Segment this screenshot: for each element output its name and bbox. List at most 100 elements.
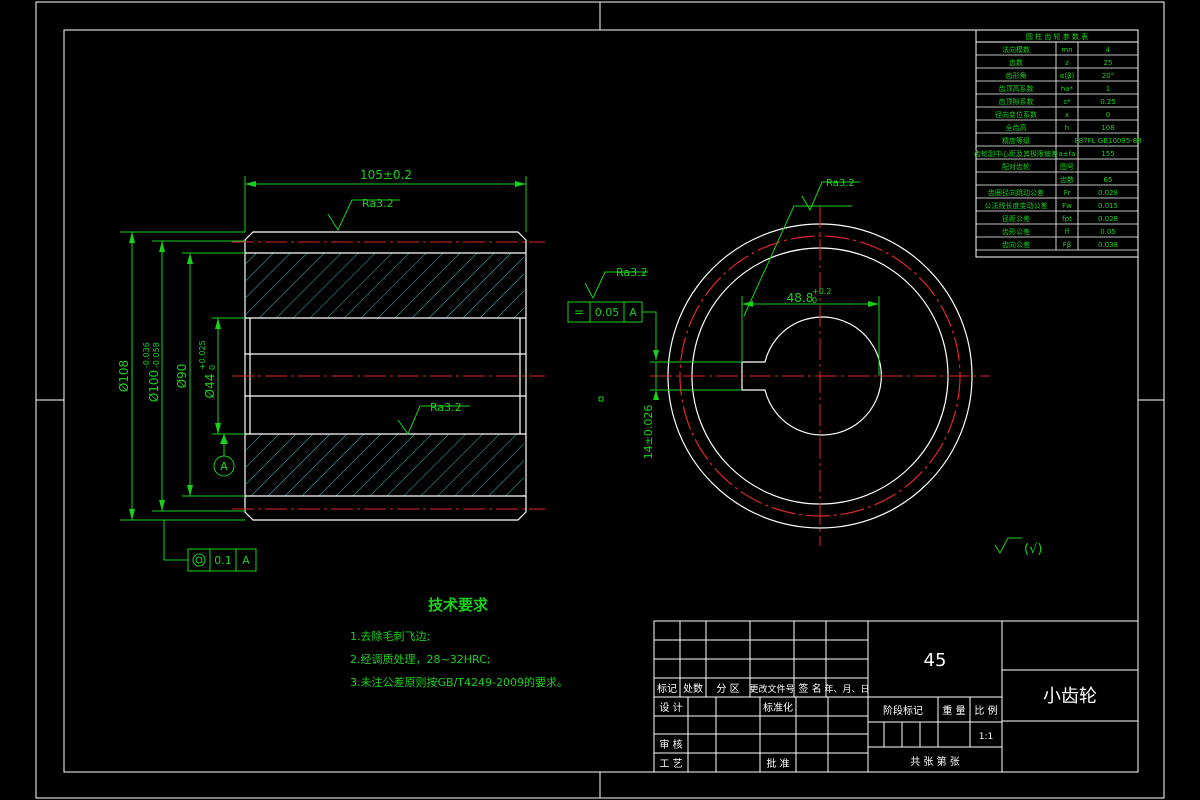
runout-value: 0.1 xyxy=(214,554,232,567)
general-roughness: (√) xyxy=(994,537,1042,557)
gear-param-symbol: a±fa xyxy=(1059,150,1076,158)
dim-key-depth-upper: +0.2 xyxy=(812,287,831,296)
title-block: 标记 处数 分 区 更改文件号 签 名 年、月、日 设 计 标准化 审 核 工 … xyxy=(653,620,1139,773)
dim-key-depth-lower: 0 xyxy=(812,296,817,305)
gear-param-name: 配对齿轮 xyxy=(1002,162,1030,171)
general-roughness-symbol: (√) xyxy=(1024,542,1042,557)
gear-param-value: 65 xyxy=(1104,176,1113,184)
tb-ratio: 比 例 xyxy=(974,704,997,717)
gear-param-name: 径距公差 xyxy=(1002,214,1030,223)
gear-param-name: 法向模数 xyxy=(1002,45,1030,54)
gear-param-name: 齿圈径向跳动公差 xyxy=(988,188,1044,197)
gear-param-name: 公法线长度变动公差 xyxy=(985,201,1048,210)
tb-material: 45 xyxy=(924,650,947,671)
gear-param-symbol: fpt xyxy=(1062,215,1072,223)
parallel-datum: A xyxy=(629,306,637,319)
tech-req-3: 3.未注公差原则按GB/T4249-2009的要求。 xyxy=(350,675,568,689)
dim-outer-dia: Ø108 xyxy=(117,360,131,392)
gear-param-value: 155 xyxy=(1101,150,1114,158)
tb-standard: 标准化 xyxy=(763,701,793,714)
end-view: = 0.05 A Ra3.2 xyxy=(567,178,990,546)
dim-hole-tol-lower: 0 xyxy=(208,365,217,370)
tech-requirements: 技术要求 1.去除毛刺飞边; 2.经调质处理，28~32HRC; 3.未注公差原… xyxy=(350,596,568,689)
gear-param-name: 径向变位系数 xyxy=(995,110,1037,119)
gear-param-symbol: c* xyxy=(1063,98,1071,106)
tb-scale: 1:1 xyxy=(979,732,993,742)
parallel-symbol: = xyxy=(574,305,584,319)
runout-tolerance-frame: 0.1 A xyxy=(187,548,257,572)
gear-param-symbol: α(β) xyxy=(1060,72,1075,80)
gear-param-symbol: ff xyxy=(1065,228,1070,236)
gear-param-name: 齿顶高系数 xyxy=(999,84,1034,93)
gear-param-symbol: h xyxy=(1065,124,1069,132)
roughness-face: Ra3.2 xyxy=(616,266,648,279)
gear-param-value: 887FL GB10095-88 xyxy=(1074,137,1141,145)
runout-datum: A xyxy=(242,554,250,567)
dim-key-width: 14±0.026 xyxy=(642,405,655,460)
gear-param-name: 齿轮副中心距及其极限偏差 xyxy=(974,149,1058,158)
small-marker xyxy=(598,396,604,402)
gear-param-value: 0.028 xyxy=(1098,189,1118,197)
gear-param-symbol: z xyxy=(1065,59,1069,67)
gear-param-symbol: ha* xyxy=(1061,85,1074,93)
tb-header-sign: 签 名 xyxy=(798,682,821,695)
gear-param-name: 齿形角 xyxy=(1006,71,1027,80)
tb-header-date: 年、月、日 xyxy=(824,683,869,695)
tb-header-count: 处数 xyxy=(683,682,703,695)
tb-header-mark: 标记 xyxy=(657,683,677,695)
gear-param-symbol: x xyxy=(1065,111,1069,119)
dim-key-depth: 48.8 xyxy=(787,291,814,305)
gear-table-title: 圆 柱 齿 轮 参 数 表 xyxy=(1026,32,1088,41)
datum-a-label: A xyxy=(220,460,228,473)
gear-param-name: 齿形公差 xyxy=(1002,227,1030,236)
dim-root-tol-lower: -0.058 xyxy=(152,342,161,368)
gear-param-value: 0.038 xyxy=(1098,241,1118,249)
gear-param-value: 4 xyxy=(1106,46,1111,54)
roughness-top: Ra3.2 xyxy=(362,197,394,210)
gear-param-value: 0 xyxy=(1106,111,1110,119)
parallel-tolerance-frame: = 0.05 A Ra3.2 xyxy=(567,266,659,360)
gear-param-name: 齿数 xyxy=(1009,58,1023,67)
tech-req-1: 1.去除毛刺飞边; xyxy=(350,629,430,643)
gear-param-value: 0.25 xyxy=(1100,98,1116,106)
tb-header-zone: 分 区 xyxy=(716,683,739,695)
parallel-value: 0.05 xyxy=(595,306,620,319)
gear-param-symbol: mn xyxy=(1061,46,1072,54)
roughness-keyway: Ra3.2 xyxy=(826,178,855,189)
gear-param-value: 108 xyxy=(1101,124,1114,132)
datum-a-circle xyxy=(213,455,235,477)
roughness-bore: Ra3.2 xyxy=(430,401,462,414)
dim-hole-dia: Ø44 xyxy=(203,374,217,399)
gear-param-name: 全齿高 xyxy=(1006,123,1027,132)
gear-param-symbol: 图号 xyxy=(1060,163,1074,171)
tb-stage: 阶段标记 xyxy=(883,704,923,717)
hatch-upper xyxy=(246,253,524,318)
dim-bore-dia: Ø90 xyxy=(175,364,189,389)
tb-sheets: 共 张 第 张 xyxy=(910,755,960,768)
tb-check: 审 核 xyxy=(659,738,682,751)
gear-param-symbol: Fw xyxy=(1062,202,1072,210)
gear-param-value: 0.028 xyxy=(1098,215,1118,223)
gear-param-value: 0.05 xyxy=(1100,228,1116,236)
sheet-border xyxy=(35,1,1165,799)
dim-root-dia: Ø100 xyxy=(147,370,161,402)
tech-requirements-title: 技术要求 xyxy=(428,596,489,614)
gear-param-name: 齿顶隙系数 xyxy=(999,97,1034,106)
gear-param-value: 20° xyxy=(1102,72,1114,80)
tb-weight: 重 量 xyxy=(942,704,965,717)
tb-part-name: 小齿轮 xyxy=(1043,686,1097,707)
gear-param-symbol: Fβ xyxy=(1063,241,1072,249)
tech-req-2: 2.经调质处理，28~32HRC; xyxy=(350,653,490,666)
tb-header-doc: 更改文件号 xyxy=(749,683,794,695)
tb-approve: 批 准 xyxy=(766,757,789,770)
gear-param-name: 齿向公差 xyxy=(1002,240,1030,249)
gear-param-symbol: Fr xyxy=(1064,189,1071,197)
tb-process: 工 艺 xyxy=(659,758,682,770)
tb-designer: 设 计 xyxy=(659,701,682,714)
part-outline xyxy=(244,231,527,521)
section-view: A 105±0.2 Ra3.2 Ra3.2 Ø108 Ø100 -0.036 -… xyxy=(117,168,545,572)
dim-root-tol-upper: -0.036 xyxy=(142,342,151,368)
dim-overall-length: 105±0.2 xyxy=(360,168,412,182)
